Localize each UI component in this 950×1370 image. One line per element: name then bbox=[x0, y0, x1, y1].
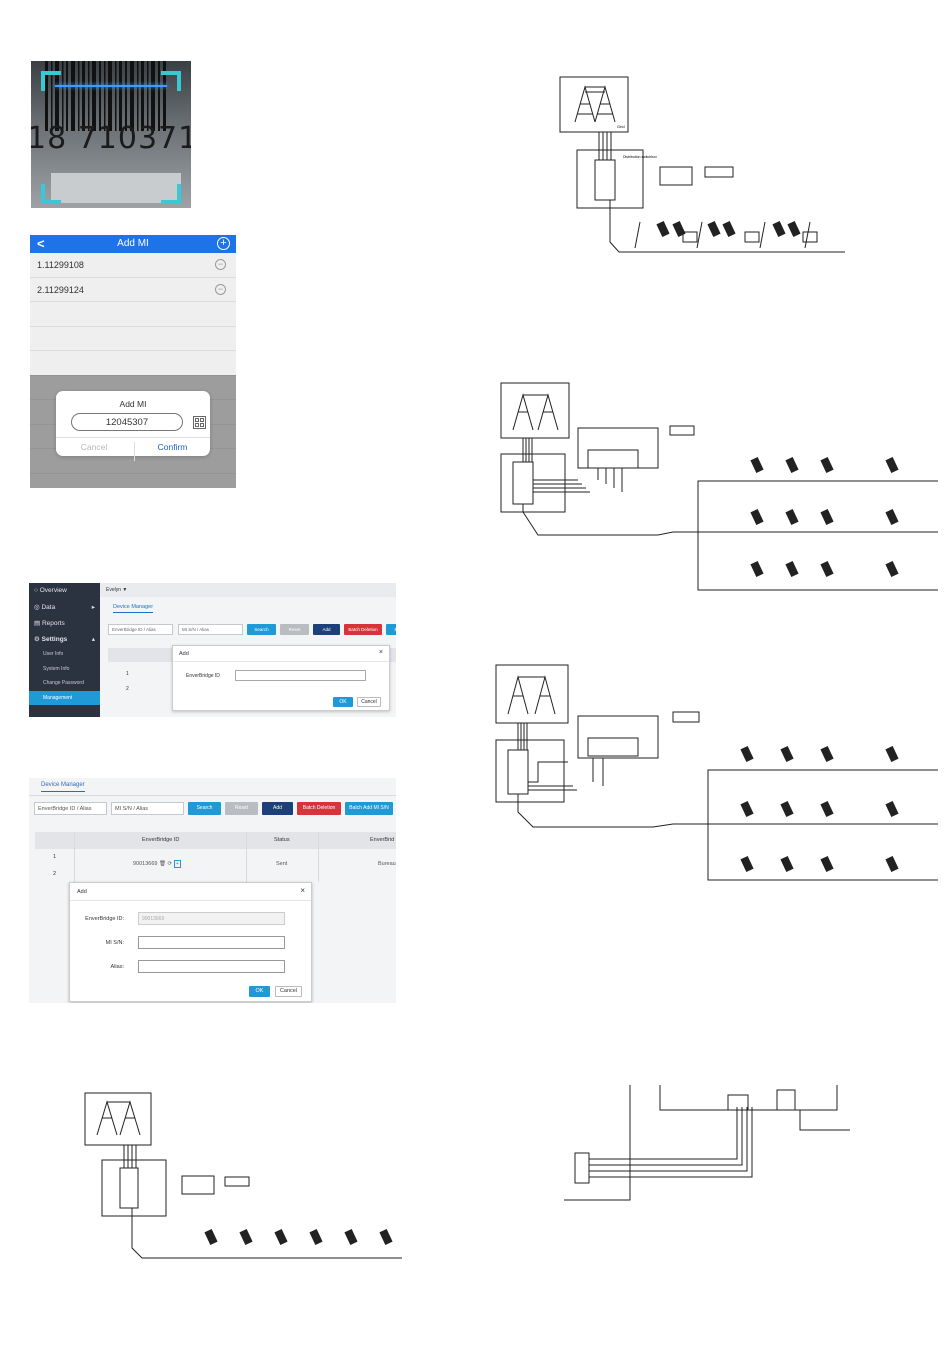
bridge-id-label: EnverBridge ID bbox=[186, 673, 220, 679]
web-device-manager-add-bridge: ○ Overview ◎ Data ▸ ▤ Reports ⚙ Settings… bbox=[29, 583, 396, 717]
sidebar-subitem-user-info[interactable]: User Info bbox=[43, 651, 64, 657]
distribution-label: Distribution switchbox bbox=[623, 155, 657, 159]
confirm-button[interactable]: Confirm bbox=[134, 442, 210, 461]
mi-sn-input[interactable] bbox=[138, 936, 285, 949]
empty-row bbox=[30, 351, 236, 376]
table-row: 90013669 🗑 ⟳ + bbox=[133, 860, 181, 868]
column-header: EnverBrid bbox=[370, 837, 395, 843]
mi-serial-input[interactable]: 12045307 bbox=[71, 413, 183, 431]
mi-sn-filter[interactable]: MI S/N / Alias bbox=[178, 624, 243, 635]
minus-circle-icon[interactable]: − bbox=[215, 283, 226, 295]
modal-title: Add bbox=[77, 889, 87, 895]
cancel-button[interactable]: Cancel bbox=[357, 697, 381, 707]
mi-sn-label: MI S/N: bbox=[105, 940, 124, 946]
scan-frame-corner bbox=[41, 71, 61, 91]
list-item-label: 2.11299124 bbox=[37, 284, 84, 295]
add-bridge-modal: Add × EnverBridge ID OK Cancel bbox=[172, 645, 390, 711]
bridge-id-label: EnverBridge ID: bbox=[85, 916, 124, 922]
phone-title: Add MI bbox=[117, 238, 149, 249]
cancel-button[interactable]: Cancel bbox=[275, 986, 302, 997]
qr-code-icon[interactable] bbox=[193, 416, 206, 429]
alias-label: Alias: bbox=[110, 964, 124, 970]
barcode-label-area bbox=[51, 173, 181, 203]
list-item[interactable]: 2.11299124 − bbox=[30, 278, 236, 302]
sidebar-subitem-system-info[interactable]: System Info bbox=[43, 665, 70, 672]
bridge-id-filter[interactable]: EnverBridge ID / Alias bbox=[108, 624, 173, 635]
alias-input[interactable] bbox=[138, 960, 285, 973]
wiring-diagram-single-string: Grid Distribution switchbox bbox=[559, 76, 845, 253]
add-mi-dialog: Add MI 12045307 Cancel Confirm bbox=[56, 391, 210, 461]
refresh-icon[interactable]: ⟳ bbox=[167, 861, 173, 867]
close-icon[interactable]: × bbox=[378, 649, 383, 656]
wiring-diagram-three-strings-b bbox=[495, 664, 938, 881]
row-number: 1 bbox=[126, 671, 129, 677]
wiring-diagram-single-string-b bbox=[84, 1092, 402, 1259]
chevron-left-icon[interactable]: < bbox=[37, 236, 45, 251]
sidebar-item-settings[interactable]: ⚙ Settings ▴ bbox=[34, 636, 95, 643]
sidebar-item-data[interactable]: ◎ Data ▸ bbox=[34, 604, 95, 611]
trash-icon[interactable]: 🗑 bbox=[159, 861, 166, 867]
plus-circle-icon[interactable]: + bbox=[217, 237, 230, 250]
add-mi-modal: Add × EnverBridge ID: 90013669 MI S/N: A… bbox=[69, 882, 312, 1002]
bridge-id-input[interactable] bbox=[235, 670, 366, 681]
minus-circle-icon[interactable]: − bbox=[215, 259, 226, 270]
ok-button[interactable]: OK bbox=[333, 697, 353, 707]
close-icon[interactable]: × bbox=[300, 886, 305, 895]
barcode-bars bbox=[45, 61, 166, 131]
bridge-id-filter[interactable]: EnverBridge ID / Alias bbox=[34, 802, 107, 815]
scan-frame-corner bbox=[161, 71, 181, 91]
add-button[interactable]: Add bbox=[313, 624, 340, 635]
list-item[interactable]: 1.11299108 − bbox=[30, 253, 236, 278]
row-number: 2 bbox=[53, 871, 57, 877]
sidebar-item-overview[interactable]: ○ Overview bbox=[34, 587, 67, 594]
bridge-id-input: 90013669 bbox=[138, 912, 285, 925]
scan-line bbox=[55, 85, 167, 87]
top-bar[interactable]: Evelyn ▼ bbox=[100, 583, 396, 597]
table-header: EnverBridge ID Status EnverBrid bbox=[35, 832, 396, 849]
empty-row bbox=[30, 327, 236, 351]
scan-frame-corner bbox=[41, 184, 61, 204]
sidebar: ○ Overview ◎ Data ▸ ▤ Reports ⚙ Settings… bbox=[29, 583, 100, 717]
search-button[interactable]: Search bbox=[247, 624, 276, 635]
sidebar-subitem-change-password[interactable]: Change Password bbox=[43, 680, 84, 687]
reset-button[interactable]: Reset bbox=[225, 802, 258, 815]
add-button[interactable]: Add bbox=[262, 802, 293, 815]
batch-add-button[interactable]: B bbox=[386, 624, 396, 635]
barcode-scan-view: 18 710371 bbox=[31, 61, 191, 208]
phone-add-mi-screen: < Add MI + 1.11299108 − 2.11299124 − Add… bbox=[30, 235, 236, 488]
column-header: Status bbox=[274, 837, 290, 843]
dialog-title: Add MI bbox=[119, 399, 147, 409]
mi-sn-filter[interactable]: MI S/N / Alias bbox=[111, 802, 184, 815]
row-number: 2 bbox=[126, 686, 129, 692]
status-cell: Sent bbox=[276, 861, 288, 867]
bridge-alias-cell: Bureau bbox=[378, 861, 396, 867]
cancel-button[interactable]: Cancel bbox=[80, 442, 108, 452]
bridge-id-cell: 90013669 bbox=[133, 861, 158, 867]
tab-device-manager[interactable]: Device Manager bbox=[113, 604, 154, 613]
sidebar-subitem-management[interactable]: Management bbox=[29, 690, 100, 706]
wiring-diagram-detail bbox=[564, 1085, 850, 1201]
reset-button[interactable]: Reset bbox=[280, 624, 309, 635]
batch-add-mi-button[interactable]: Batch Add MI S/N bbox=[345, 802, 393, 815]
barcode-digits: 18 710371 bbox=[31, 121, 191, 156]
plus-box-icon[interactable]: + bbox=[173, 860, 181, 868]
sidebar-item-reports[interactable]: ▤ Reports bbox=[34, 620, 65, 627]
web-device-manager-add-mi: Device Manager EnverBridge ID / Alias MI… bbox=[29, 778, 396, 1003]
batch-deletion-button[interactable]: Batch Deletion bbox=[344, 624, 382, 635]
wiring-diagram-three-strings-a bbox=[500, 382, 938, 591]
list-item-label: 1.11299108 bbox=[37, 260, 84, 270]
grid-label: Grid bbox=[617, 124, 625, 129]
phone-header: < Add MI + bbox=[30, 235, 236, 253]
modal-title: Add bbox=[179, 651, 189, 657]
column-header: EnverBridge ID bbox=[142, 837, 180, 843]
scan-frame-corner bbox=[161, 184, 181, 204]
search-button[interactable]: Search bbox=[188, 802, 221, 815]
batch-deletion-button[interactable]: Batch Deletion bbox=[297, 802, 341, 815]
tab-device-manager[interactable]: Device Manager bbox=[41, 782, 85, 792]
empty-row bbox=[30, 302, 236, 327]
ok-button[interactable]: OK bbox=[249, 986, 270, 997]
row-number: 1 bbox=[53, 854, 57, 860]
